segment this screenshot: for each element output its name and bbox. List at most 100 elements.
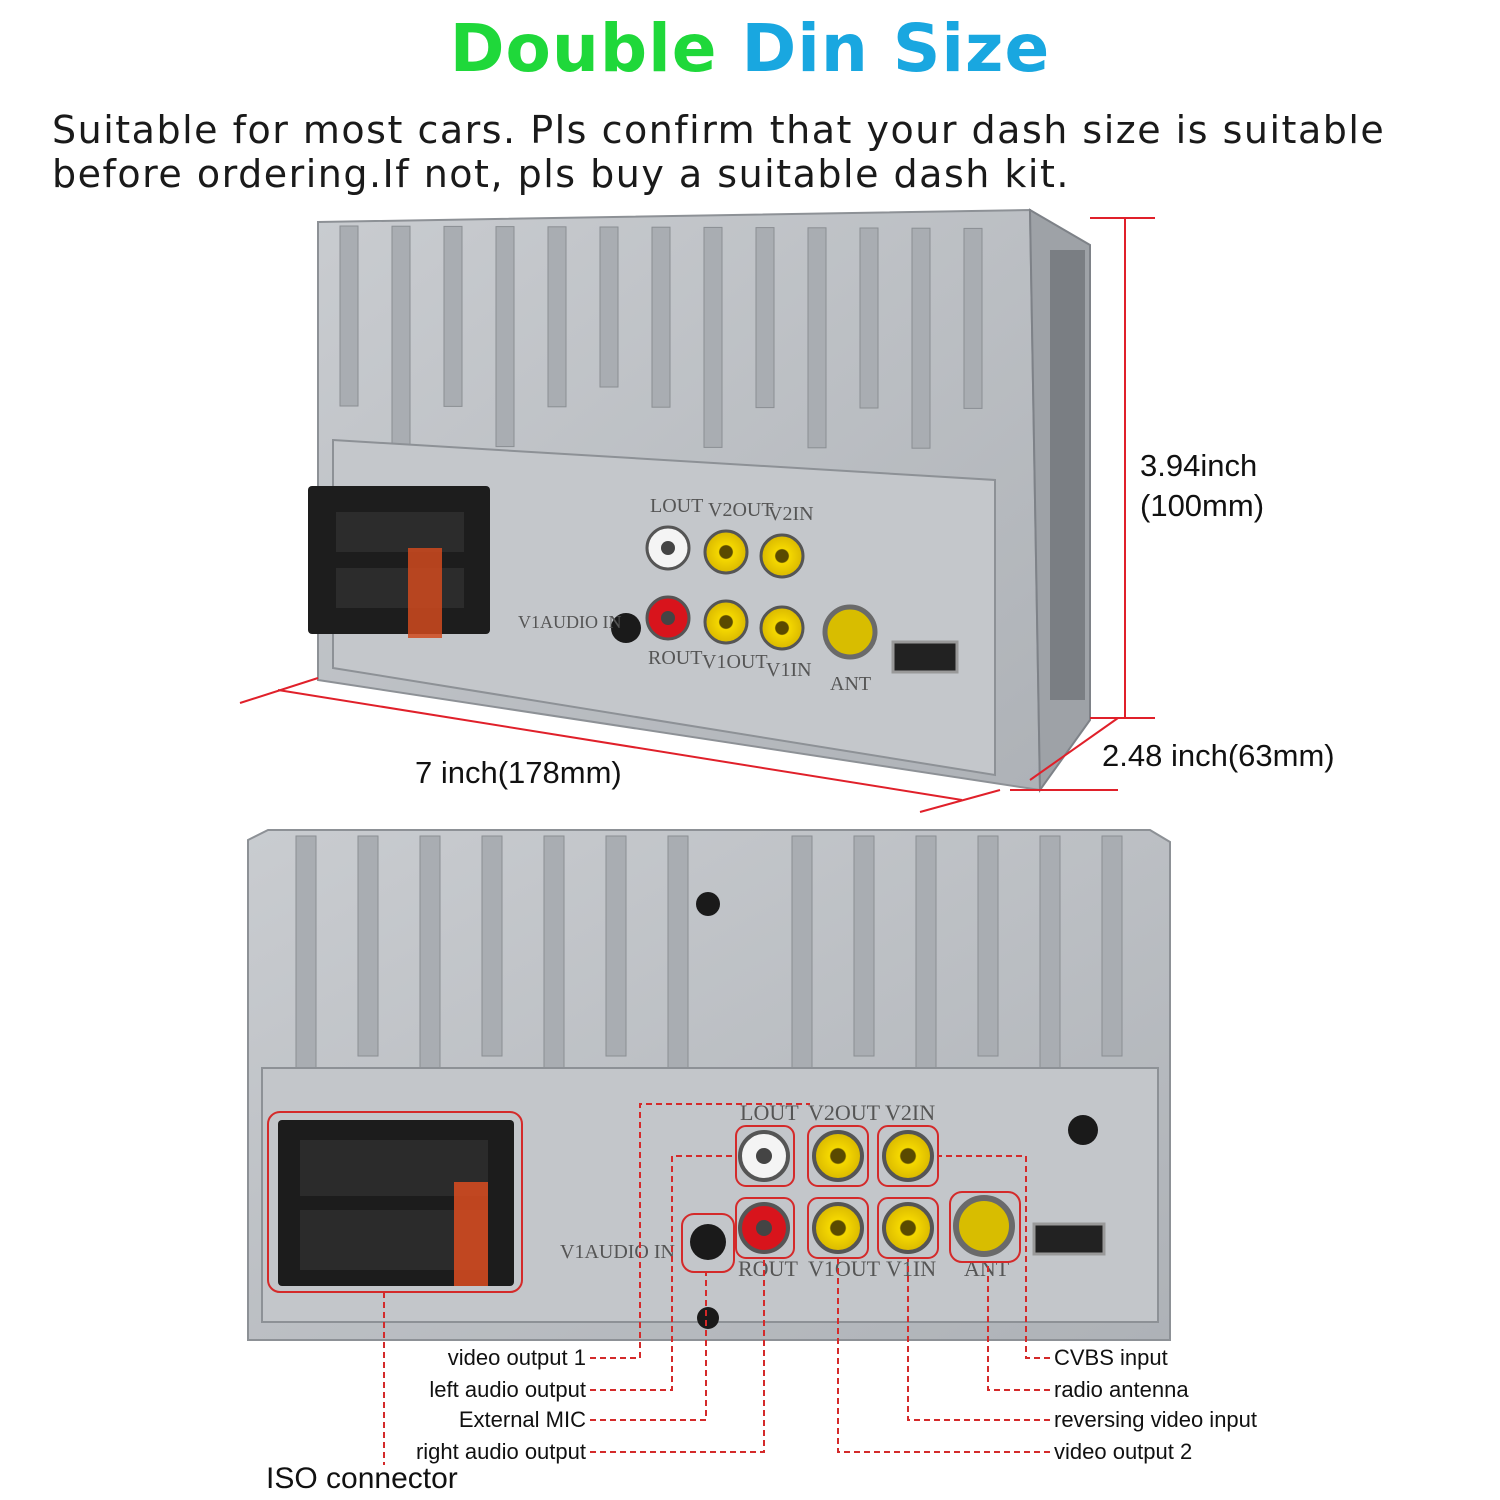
callout-box-rout	[735, 1197, 795, 1259]
rca-jack-icon	[703, 599, 749, 645]
bottom-rca-jacks	[690, 892, 1106, 1329]
dim-width-line	[277, 689, 963, 801]
callout-box-iso	[267, 1111, 523, 1293]
heatsink-fin	[807, 227, 827, 449]
callout-box-ant	[949, 1191, 1021, 1263]
callout-right-audio-output: right audio output	[415, 1439, 586, 1464]
dim-depth-label: 2.48 inch(63mm)	[1102, 738, 1335, 773]
callout-box-v2out	[807, 1125, 869, 1187]
callout-box-mic	[681, 1213, 735, 1273]
callout-external-mic: External MIC	[458, 1407, 586, 1432]
heatsink-fin	[1101, 835, 1123, 1057]
silk-v2out: V2OUT	[708, 499, 774, 521]
title-word-din-size: Din Size	[741, 10, 1051, 87]
leader-video-output-1	[590, 1103, 810, 1359]
heatsink-fin	[339, 225, 359, 407]
heatsink-fin	[755, 227, 775, 409]
heatsink-fin	[915, 835, 937, 1077]
heatsink-fin	[495, 226, 515, 448]
heatsink-fin	[599, 226, 619, 388]
callout-leaders	[383, 1103, 1050, 1465]
heatsink-fin	[481, 835, 503, 1057]
page-title: Double Din Size	[0, 10, 1500, 87]
leader-cvbs-input	[938, 1155, 1050, 1359]
silk-v2out: V2OUT	[808, 1100, 881, 1125]
bottom-device: LOUT V2OUT V2IN ROUT V1OUT V1IN ANT V1AU…	[247, 829, 1171, 1341]
subtitle-line-2: before ordering.If not, pls buy a suitab…	[52, 152, 1070, 196]
silk-v1out: V1OUT	[808, 1256, 881, 1281]
rca-jack-icon	[759, 605, 805, 651]
silk-v2in: V2IN	[768, 503, 814, 525]
iso-connector-icon	[308, 486, 490, 634]
silk-v1in: V1IN	[886, 1256, 936, 1281]
callout-cvbs-input: CVBS input	[1054, 1345, 1168, 1370]
dimension-lines	[239, 217, 1155, 813]
rca-jack-icon	[882, 1130, 934, 1182]
heatsink-fin	[651, 226, 671, 408]
panel-hole	[696, 892, 720, 916]
heatsink-fin	[853, 835, 875, 1057]
dim-height-inch: 3.94inch	[1140, 448, 1258, 483]
heatsink-fin	[605, 835, 627, 1057]
heatsink-fin	[357, 835, 379, 1057]
rca-jack-icon	[703, 529, 749, 575]
rca-jack-icon	[812, 1202, 864, 1254]
leader-right-audio-output	[590, 1258, 765, 1453]
silk-ant: ANT	[964, 1256, 1010, 1281]
silk-lout: LOUT	[650, 495, 703, 517]
silk-v1in: V1IN	[766, 659, 812, 681]
rca-jack-icon	[812, 1130, 864, 1182]
panel-hole	[697, 1307, 719, 1329]
leader-left-audio-output	[590, 1155, 736, 1391]
leader-radio-antenna	[987, 1262, 1050, 1391]
antenna-socket-icon	[953, 1195, 1015, 1257]
dim-width-right-tick	[919, 789, 1001, 813]
mic-jack-icon	[690, 1224, 726, 1260]
heatsink-fin	[963, 227, 983, 409]
dim-width-label: 7 inch(178mm)	[415, 755, 622, 790]
heatsink-fin	[911, 227, 931, 449]
heatsink-fin	[295, 835, 317, 1077]
callout-radio-antenna: radio antenna	[1054, 1377, 1189, 1402]
heatsink-fin	[667, 835, 689, 1077]
subtitle-line-1: Suitable for most cars. Pls confirm that…	[52, 108, 1386, 152]
usb-port-icon	[891, 640, 959, 674]
silk-ant: ANT	[830, 673, 871, 695]
fuse-icon	[408, 548, 442, 638]
top-device: LOUT V2OUT V2IN ROUT V1OUT V1IN ANT V1AU…	[308, 208, 1091, 794]
usb-port-icon	[1032, 1222, 1106, 1256]
top-device-side-bracket	[1050, 250, 1085, 700]
antenna-socket-icon	[822, 604, 878, 660]
dim-depth-line	[1029, 717, 1119, 781]
heatsink-fin	[1039, 835, 1061, 1077]
dim-height-label: 3.94inch (100mm)	[1140, 448, 1264, 524]
heatsink-fin	[859, 227, 879, 409]
heatsink-fin	[419, 835, 441, 1077]
heatsink-fin	[391, 225, 411, 447]
heatsink-fin	[443, 225, 463, 407]
heatsink-fin	[703, 226, 723, 448]
callout-video-output-2: video output 2	[1054, 1439, 1193, 1464]
rca-jack-icon	[759, 533, 805, 579]
heatsink-fin	[543, 835, 565, 1077]
silk-v1audio-in: V1AUDIO IN	[518, 612, 621, 632]
callout-video-output-1: video output 1	[447, 1345, 586, 1370]
silk-v1audio-in: V1AUDIO IN	[560, 1241, 675, 1263]
rca-jack-icon	[882, 1202, 934, 1254]
callout-box-lout	[735, 1125, 795, 1187]
callout-reversing-video-input: reversing video input	[1054, 1407, 1258, 1432]
heatsink-fin	[977, 835, 999, 1057]
leader-video-output-2	[837, 1258, 1050, 1453]
mic-jack-icon	[611, 613, 641, 643]
title-word-double: Double	[449, 10, 718, 87]
silk-rout: ROUT	[648, 647, 702, 669]
heatsink-fin	[791, 835, 813, 1077]
dim-height-mm: (100mm)	[1140, 488, 1265, 523]
callout-iso-connector: ISO connector	[266, 1462, 458, 1495]
leader-external-mic	[590, 1272, 707, 1421]
bottom-heatsink-fins	[295, 835, 1123, 1077]
subtitle: Suitable for most cars. Pls confirm that…	[52, 108, 1472, 196]
fuse-icon	[454, 1182, 488, 1286]
callout-left-audio-output: left audio output	[429, 1377, 586, 1402]
silk-v2in: V2IN	[885, 1100, 935, 1125]
